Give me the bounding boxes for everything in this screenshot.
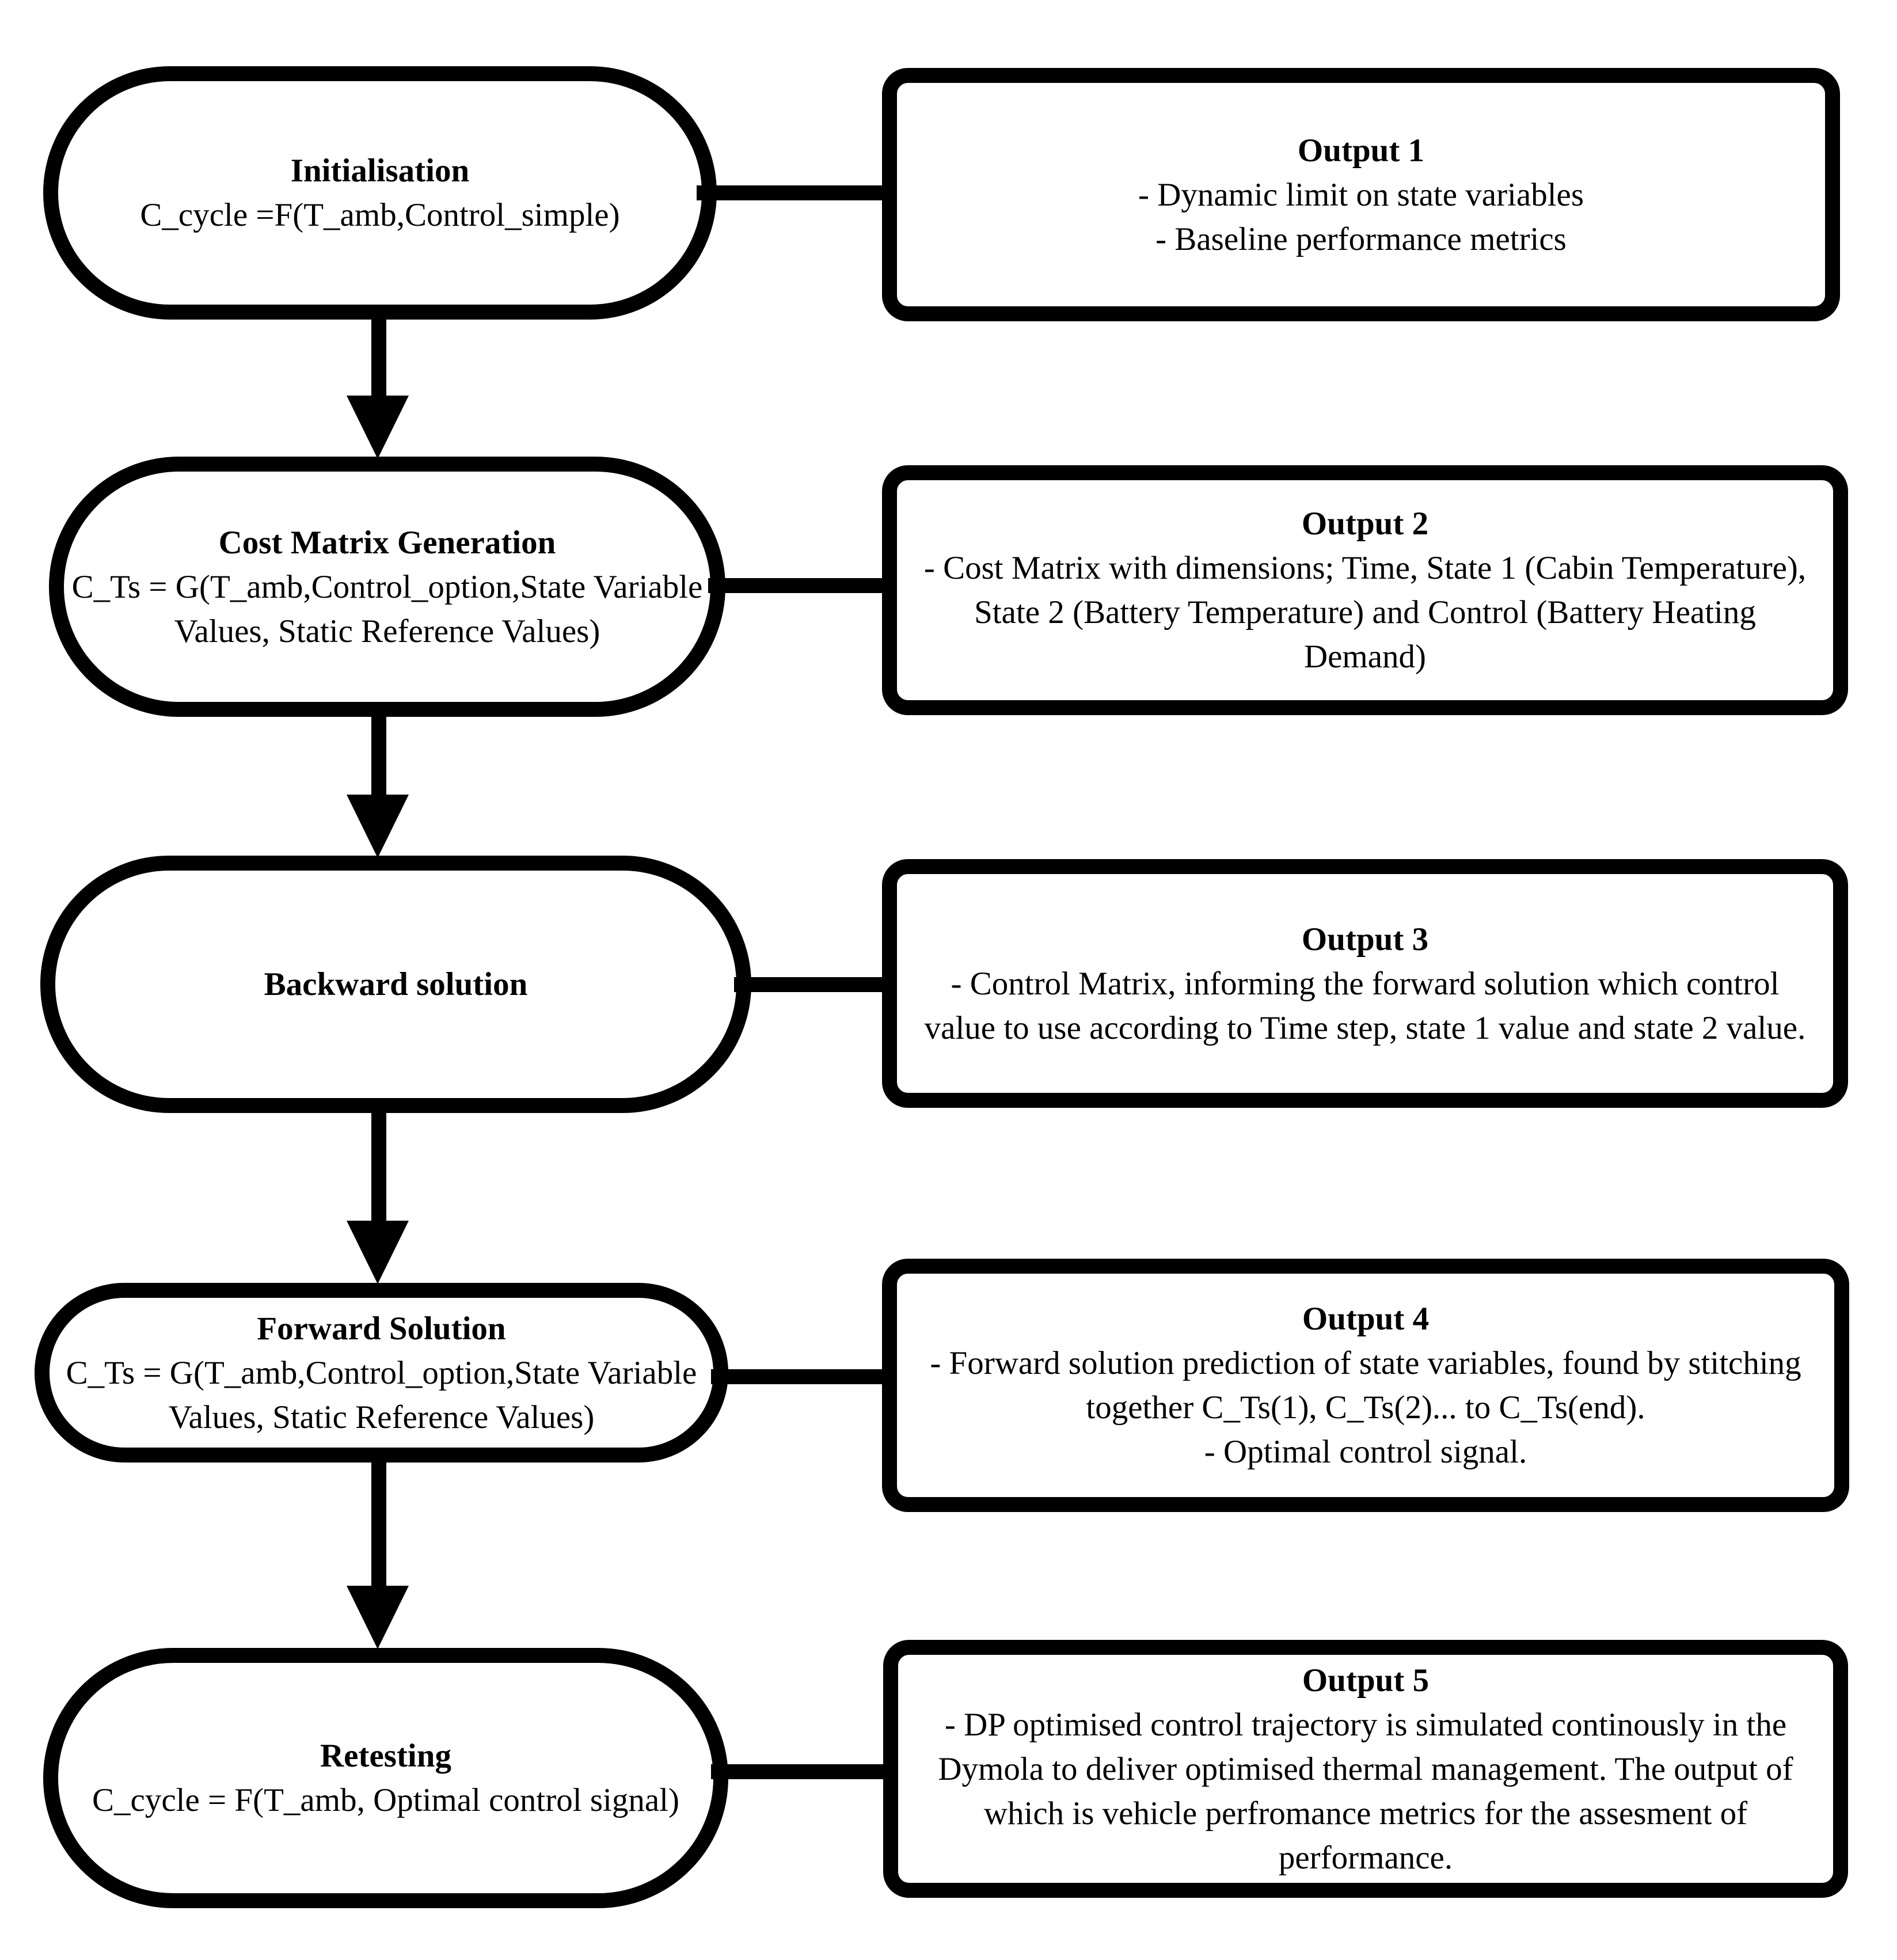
output-line: - DP optimised control trajectory is sim… [938, 1706, 1793, 1876]
node-cost-matrix-generation: Cost Matrix Generation C_Ts = G(T_amb,Co… [49, 457, 725, 717]
node-body: C_Ts = G(T_amb,Control_option,State Vari… [66, 1354, 697, 1435]
output-title: Output 4 [1302, 1301, 1430, 1337]
node-body: C_cycle =F(T_amb,Control_simple) [140, 197, 620, 233]
output-box-3: Output 3 - Control Matrix, informing the… [882, 859, 1848, 1108]
arrow-down-icon [347, 1221, 409, 1284]
output-line: - Baseline performance metrics [1155, 221, 1567, 257]
node-initialisation: Initialisation C_cycle =F(T_amb,Control_… [43, 66, 717, 320]
output-box-5: Output 5 - DP optimised control trajecto… [883, 1640, 1848, 1898]
output-title: Output 3 [1301, 921, 1429, 958]
output-box-2: Output 2 - Cost Matrix with dimensions; … [882, 465, 1848, 715]
node-backward-solution: Backward solution [40, 856, 751, 1113]
arrow-down-icon [347, 1586, 409, 1649]
output-box-4: Output 4 - Forward solution prediction o… [882, 1259, 1849, 1512]
output-title: Output 1 [1297, 132, 1425, 169]
flow-arrow-shaft [371, 317, 386, 396]
connector-line-1 [697, 185, 898, 200]
connector-line-5 [711, 1764, 898, 1779]
output-line: - Optimal control signal. [1204, 1434, 1527, 1470]
node-title: Backward solution [264, 966, 528, 1002]
output-line: - Dynamic limit on state variables [1138, 176, 1584, 213]
output-line: - Control Matrix, informing the forward … [924, 965, 1806, 1046]
connector-line-2 [708, 578, 898, 593]
arrow-down-icon [347, 396, 409, 459]
output-box-1: Output 1 - Dynamic limit on state variab… [882, 68, 1840, 321]
node-title: Retesting [320, 1738, 451, 1774]
node-title: Forward Solution [257, 1310, 506, 1347]
node-body: C_Ts = G(T_amb,Control_option,State Vari… [71, 568, 703, 649]
output-title: Output 5 [1302, 1662, 1430, 1699]
output-title: Output 2 [1301, 506, 1429, 542]
node-title: Initialisation [290, 153, 470, 189]
connector-line-3 [734, 977, 898, 992]
arrow-down-icon [347, 795, 409, 858]
flow-arrow-shaft [371, 1112, 386, 1221]
output-line: - Cost Matrix with dimensions; Time, Sta… [923, 550, 1807, 675]
node-body: C_cycle = F(T_amb, Optimal control signa… [92, 1782, 679, 1818]
output-line: - Forward solution prediction of state v… [930, 1345, 1801, 1426]
node-title: Cost Matrix Generation [218, 524, 556, 561]
node-forward-solution: Forward Solution C_Ts = G(T_amb,Control_… [35, 1283, 728, 1463]
flow-arrow-shaft [371, 716, 386, 795]
connector-line-4 [711, 1369, 898, 1384]
node-retesting: Retesting C_cycle = F(T_amb, Optimal con… [43, 1648, 728, 1908]
flow-arrow-shaft [371, 1461, 386, 1586]
